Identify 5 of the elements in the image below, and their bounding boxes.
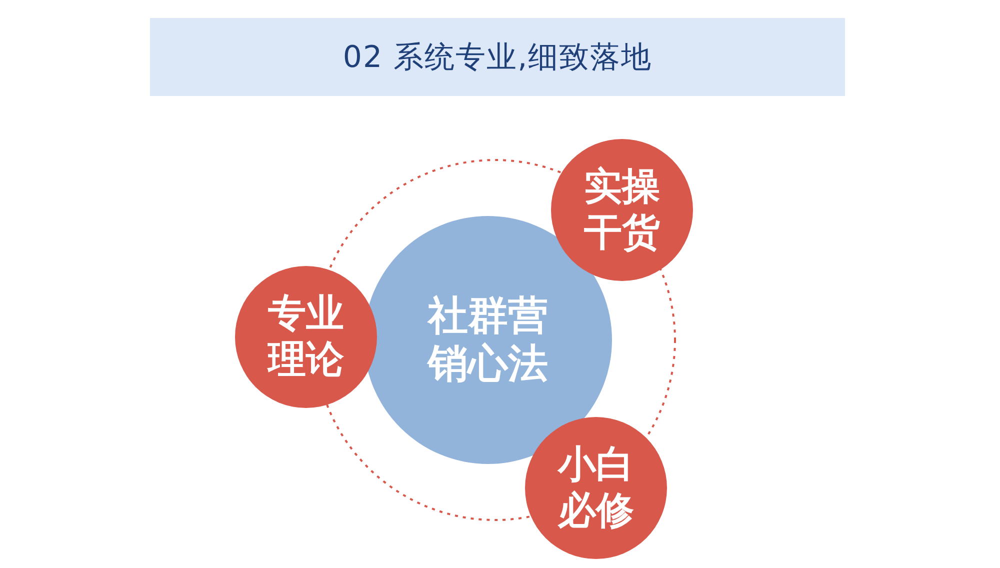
circle-label: 社群营销心法: [427, 292, 549, 388]
circle-label: 专业理论: [267, 291, 345, 383]
title-banner: 02 系统专业,细致落地: [150, 18, 845, 96]
circle-label: 小白必修: [557, 442, 635, 534]
circle-label: 实操干货: [583, 164, 661, 256]
